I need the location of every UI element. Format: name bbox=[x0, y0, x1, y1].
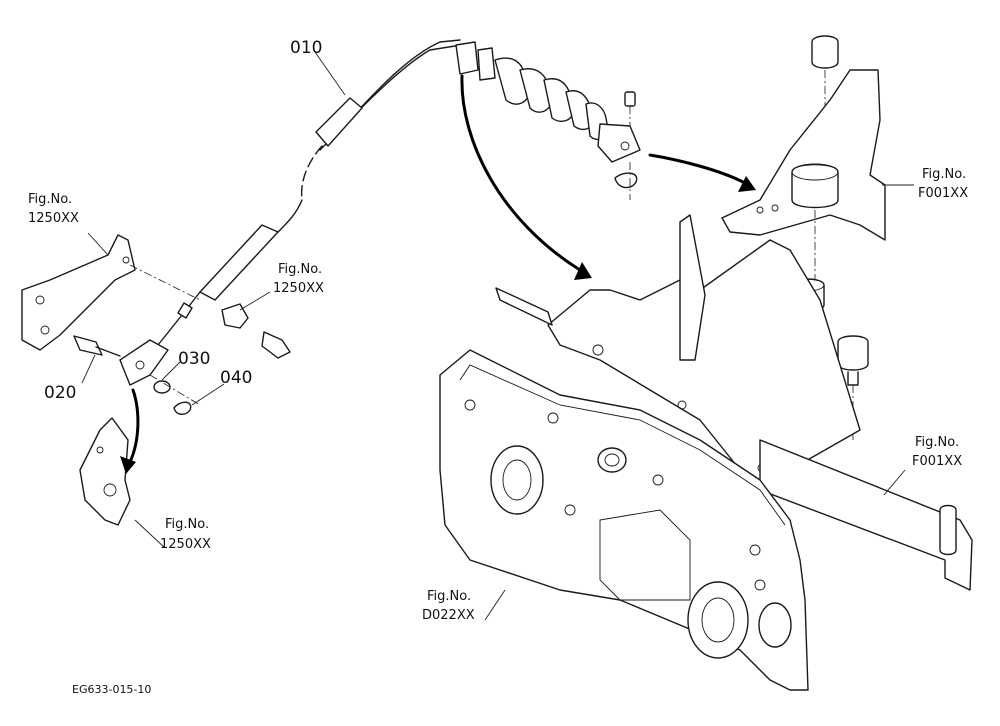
fig-ref-1250-top-left-line2: 1250XX bbox=[28, 211, 79, 226]
drawing-code: EG633-015-10 bbox=[72, 683, 151, 696]
arrow-to-top-right-bracket bbox=[648, 153, 747, 185]
fig-ref-d022-line1: Fig.No. bbox=[427, 589, 471, 604]
fig-ref-d022-line2: D022XX bbox=[422, 608, 475, 623]
fig-ref-f001-top-line2: F001XX bbox=[918, 186, 968, 201]
fig-ref-f001-right-line2: F001XX bbox=[912, 454, 962, 469]
fig-ref-1250-bottom-line1: Fig.No. bbox=[165, 517, 209, 532]
leader-lines bbox=[81, 51, 914, 621]
part-number-040: 040 bbox=[220, 368, 252, 388]
lower-lever bbox=[79, 417, 131, 526]
assembly-arrows bbox=[120, 74, 756, 474]
fig-ref-1250-mid-line1: Fig.No. bbox=[278, 262, 322, 277]
mid-bracket bbox=[221, 303, 291, 359]
part-number-020: 020 bbox=[44, 383, 76, 403]
part-number-010: 010 bbox=[290, 38, 322, 58]
arrow-to-plate bbox=[460, 74, 582, 272]
fig-ref-1250-top-left-line1: Fig.No. bbox=[28, 192, 72, 207]
arrow-to-lower-lever bbox=[128, 388, 140, 464]
fig-ref-1250-mid-line2: 1250XX bbox=[273, 281, 324, 296]
top-right-bracket bbox=[721, 35, 886, 280]
fig-ref-f001-right-line1: Fig.No. bbox=[915, 435, 959, 450]
transmission-housing bbox=[439, 349, 809, 691]
fig-ref-f001-top-line1: Fig.No. bbox=[922, 167, 966, 182]
part-number-030: 030 bbox=[178, 349, 210, 369]
cable-boot bbox=[455, 41, 641, 163]
left-bracket bbox=[21, 234, 201, 351]
linkage-plate bbox=[495, 214, 973, 591]
cable-assembly bbox=[157, 39, 641, 346]
fig-ref-1250-bottom-line2: 1250XX bbox=[160, 537, 211, 552]
clevis-pin-set bbox=[73, 335, 201, 415]
